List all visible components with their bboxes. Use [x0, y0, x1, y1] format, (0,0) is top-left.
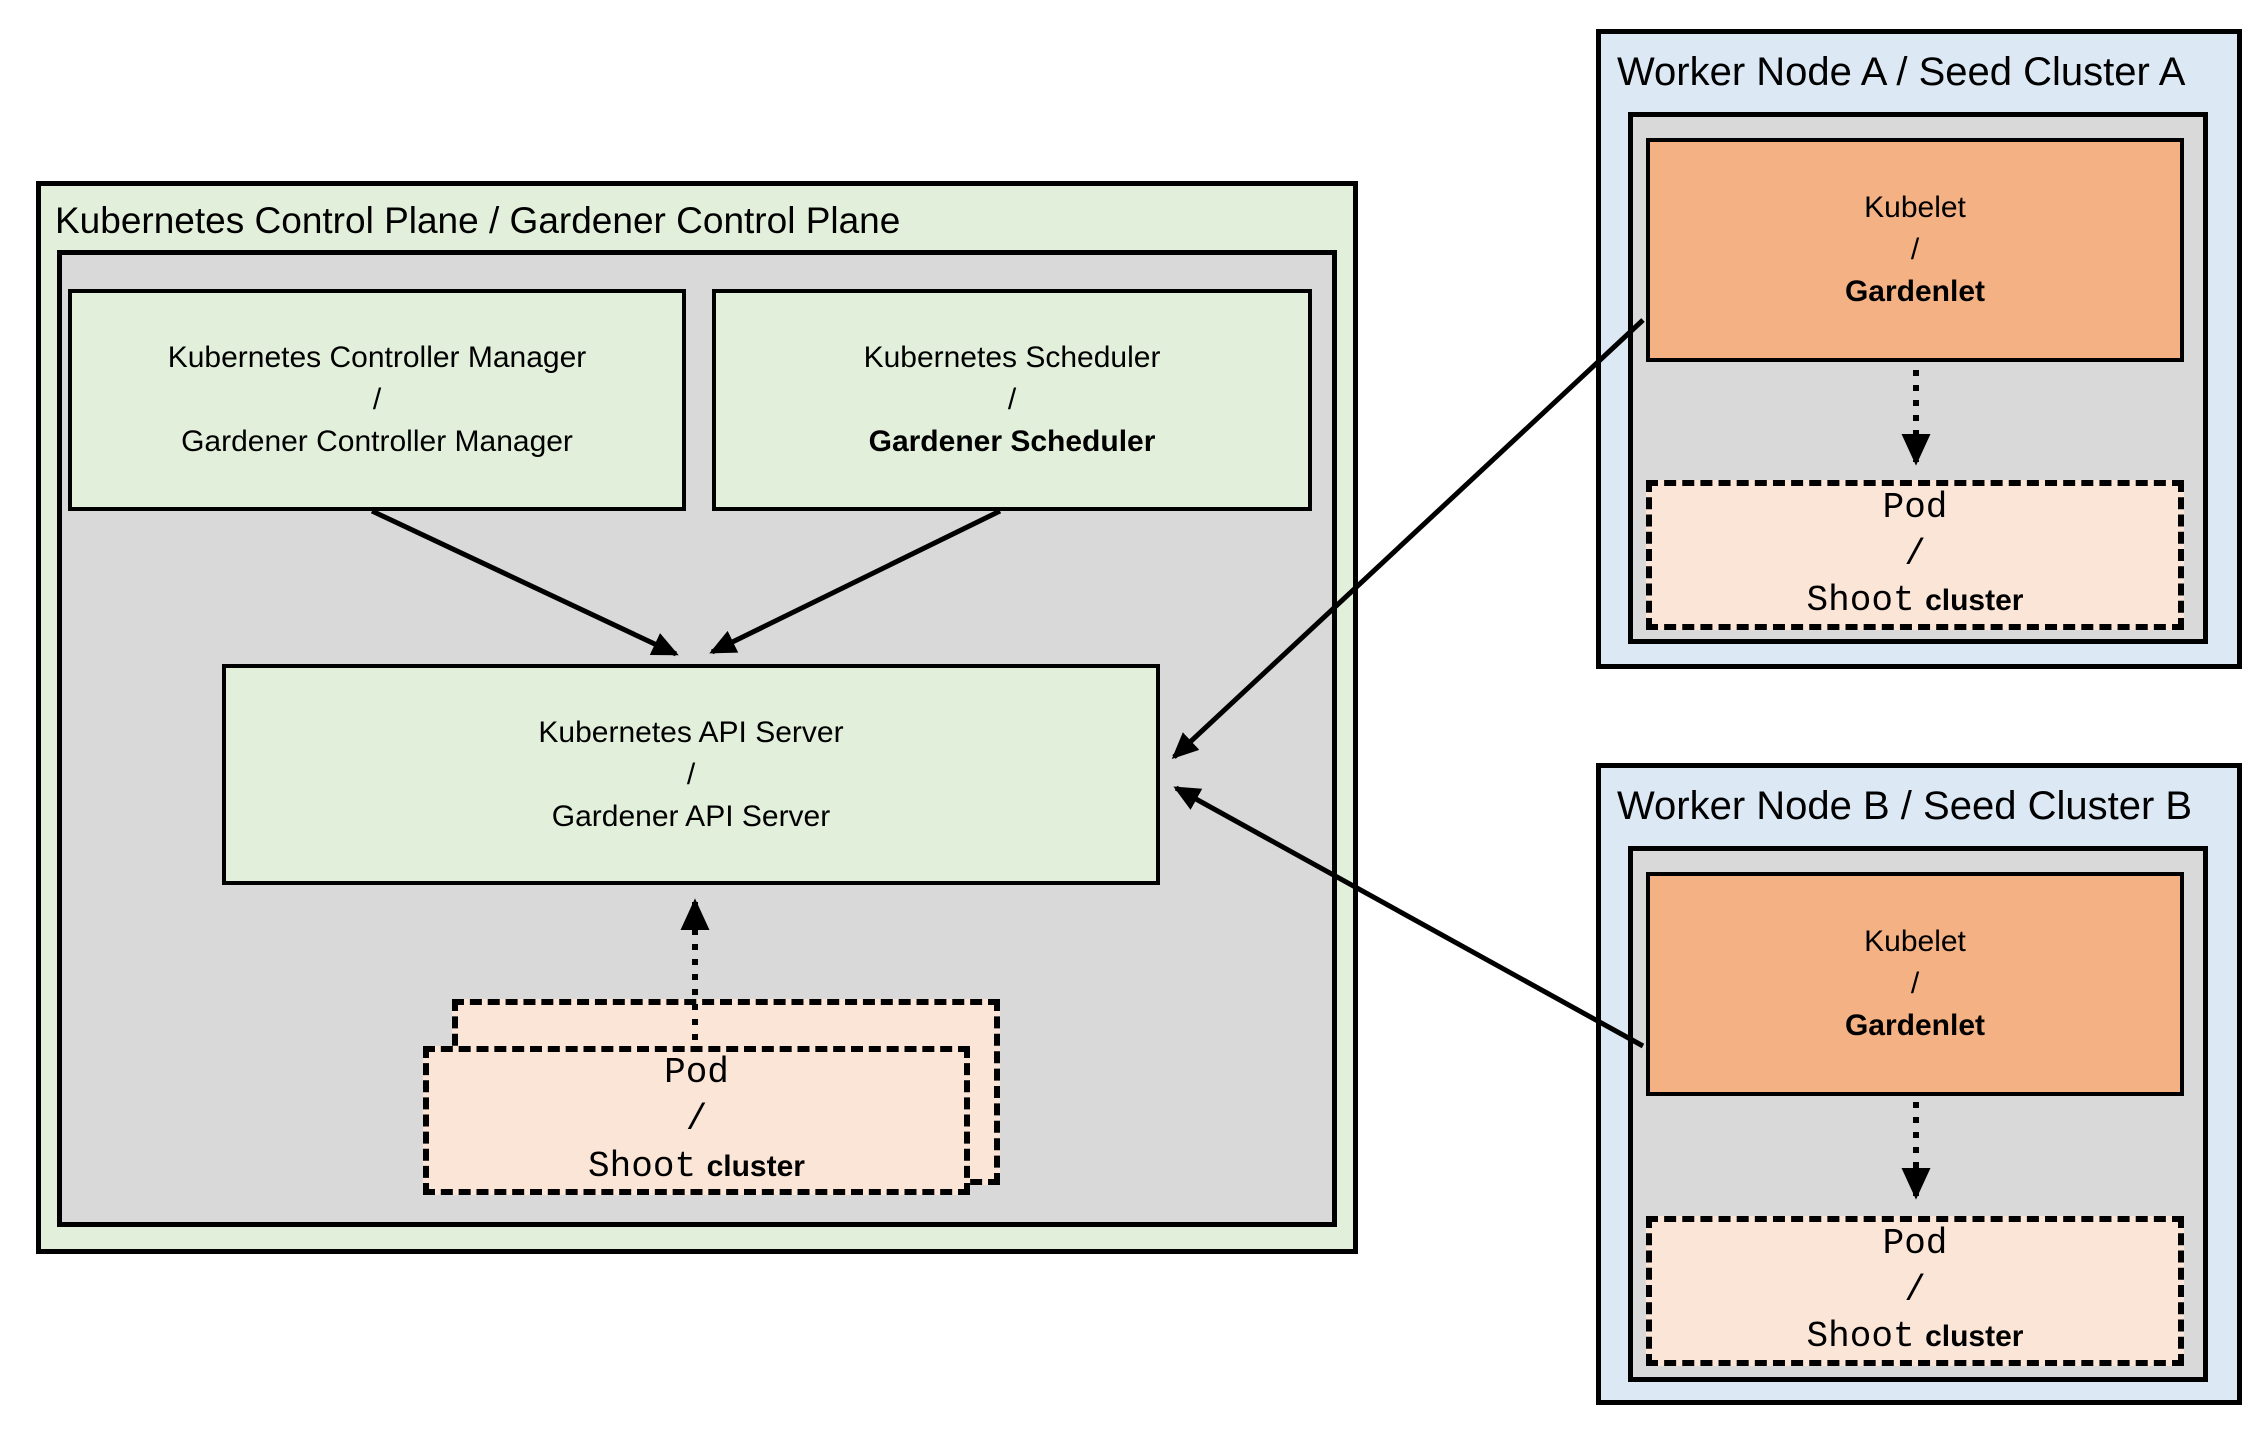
controller-manager-line1: Kubernetes Controller Manager — [167, 341, 587, 374]
scheduler-separator: / — [1007, 383, 1017, 416]
worker-node-b-title: Worker Node B / Seed Cluster B — [1617, 784, 2193, 828]
kubelet-b-line2: Gardenlet — [1844, 1009, 1986, 1042]
pod-a-separator: / — [1904, 533, 1926, 575]
pod-a-line2-mono: Shoot — [1806, 580, 1915, 622]
kubelet-a-separator: / — [1910, 233, 1920, 266]
pod-shoot-cluster-b-box: Pod / Shoot cluster — [1646, 1216, 2184, 1366]
scheduler-box: Kubernetes Scheduler / Gardener Schedule… — [712, 289, 1312, 511]
kubelet-b-separator: / — [1910, 967, 1920, 1000]
pod-b-line2-sans: cluster — [1925, 1320, 2024, 1354]
api-server-line1: Kubernetes API Server — [538, 715, 844, 749]
pod-a-line2: Shoot cluster — [1807, 578, 2024, 625]
pod-line1: Pod — [664, 1052, 729, 1094]
kubelet-b-line1: Kubelet — [1864, 925, 1966, 958]
pod-a-line2-sans: cluster — [1925, 584, 2024, 618]
controller-manager-line2: Gardener Controller Manager — [181, 425, 573, 458]
scheduler-line2: Gardener Scheduler — [868, 425, 1156, 458]
pod-line2-mono: Shoot — [588, 1145, 697, 1187]
pod-separator: / — [685, 1099, 708, 1141]
api-server-box: Kubernetes API Server / Gardener API Ser… — [222, 664, 1160, 885]
kubelet-gardenlet-a-box: Kubelet / Gardenlet — [1646, 138, 2184, 362]
controller-manager-separator: / — [372, 383, 382, 416]
kubelet-a-line1: Kubelet — [1864, 191, 1966, 224]
pod-a-line1: Pod — [1882, 486, 1948, 528]
api-server-separator: / — [686, 757, 696, 791]
pod-b-line2: Shoot cluster — [1807, 1314, 2024, 1361]
pod-shoot-cluster-box: Pod / Shoot cluster — [423, 1046, 970, 1195]
pod-line2: Shoot cluster — [588, 1144, 805, 1191]
pod-b-line2-mono: Shoot — [1806, 1316, 1915, 1358]
pod-b-line1: Pod — [1882, 1222, 1948, 1264]
pod-line2-sans: cluster — [706, 1149, 805, 1183]
worker-node-a-title: Worker Node A / Seed Cluster A — [1617, 50, 2186, 94]
pod-b-separator: / — [1904, 1269, 1926, 1311]
kubelet-a-line2: Gardenlet — [1844, 275, 1986, 308]
pod-shoot-cluster-a-box: Pod / Shoot cluster — [1646, 480, 2184, 630]
control-plane-title: Kubernetes Control Plane / Gardener Cont… — [55, 200, 901, 241]
api-server-line2: Gardener API Server — [551, 799, 831, 833]
scheduler-line1: Kubernetes Scheduler — [863, 341, 1161, 374]
kubelet-gardenlet-b-box: Kubelet / Gardenlet — [1646, 872, 2184, 1096]
controller-manager-box: Kubernetes Controller Manager / Gardener… — [68, 289, 686, 511]
